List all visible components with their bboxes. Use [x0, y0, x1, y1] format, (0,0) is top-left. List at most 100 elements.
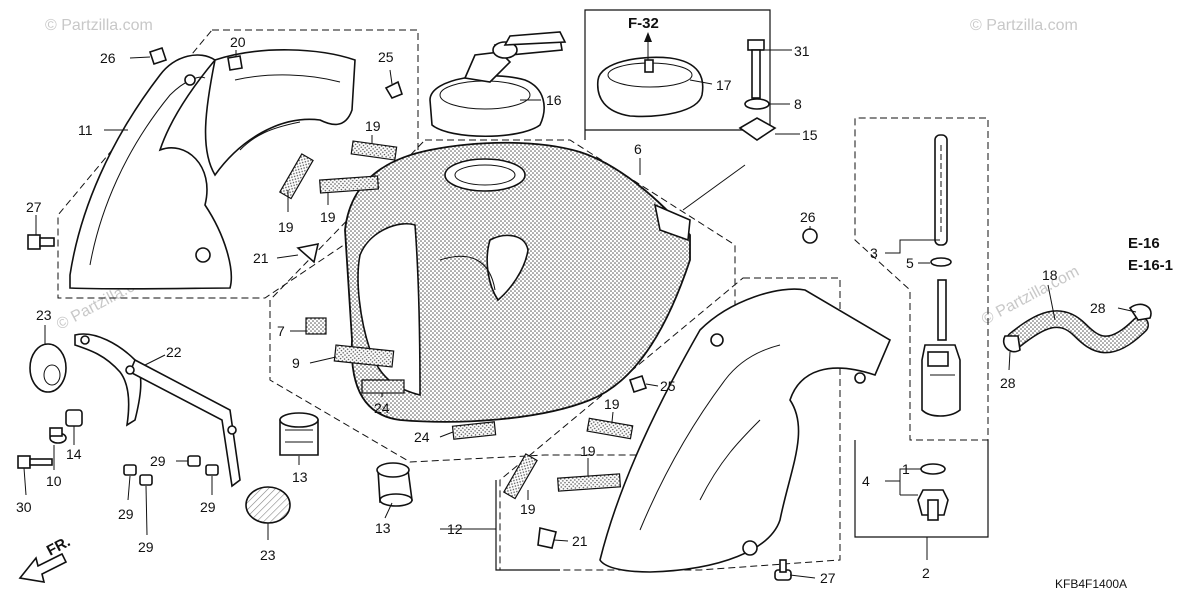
fuel-strainer-3	[934, 134, 948, 246]
callout-16: 16	[546, 92, 562, 108]
callout-31: 31	[794, 43, 810, 59]
nut-29	[123, 464, 137, 476]
callout-17: 17	[716, 77, 732, 93]
callout-25: 25	[378, 49, 394, 65]
callout-28: 28	[1090, 300, 1106, 316]
cushion-13-lower	[376, 462, 413, 507]
ref-f-32: F-32	[628, 15, 659, 32]
right-shroud	[599, 288, 892, 573]
callout-24: 24	[414, 429, 430, 445]
callout-1: 1	[902, 461, 910, 477]
callout-7: 7	[277, 323, 285, 339]
bolt-26-upper	[148, 46, 168, 66]
clip-25-lower	[628, 374, 648, 394]
clip-25-upper	[384, 80, 403, 99]
callout-19: 19	[365, 118, 381, 134]
left-shroud	[69, 49, 356, 290]
callout-13: 13	[292, 469, 308, 485]
group-outline-left-shroud	[57, 29, 419, 299]
reflector-23-left	[29, 343, 67, 393]
fuel-valve-2	[921, 279, 961, 417]
callout-28: 28	[1000, 375, 1016, 391]
pad-19	[319, 175, 380, 194]
callout-2: 2	[922, 565, 930, 581]
callout-21: 21	[253, 250, 269, 266]
clip-20	[227, 55, 243, 71]
callout-15: 15	[802, 127, 818, 143]
callout-19: 19	[278, 219, 294, 235]
cushion-21-upper	[296, 242, 320, 264]
bolt-30	[17, 455, 53, 469]
callout-19: 19	[580, 443, 596, 459]
o-ring-5	[930, 257, 952, 267]
callout-25: 25	[660, 378, 676, 394]
callout-9: 9	[292, 355, 300, 371]
pad-9	[333, 344, 395, 368]
group-outline-petcock	[854, 117, 989, 441]
fuel-cap-with-keys	[429, 31, 567, 137]
callout-11: 11	[78, 122, 93, 138]
cushion-13-upper	[279, 412, 319, 456]
nut-29	[187, 455, 201, 467]
callout-27: 27	[820, 570, 836, 586]
fuel-cap-screw	[596, 56, 704, 118]
callout-29: 29	[200, 499, 216, 515]
callout-4: 4	[862, 473, 870, 489]
callout-14: 14	[66, 446, 82, 462]
callout-13: 13	[375, 520, 391, 536]
callout-10: 10	[46, 473, 62, 489]
bolt-27-left	[27, 234, 55, 250]
washer-10	[49, 427, 67, 444]
callout-22: 22	[166, 344, 182, 360]
hose-clip-28	[1002, 335, 1021, 353]
pad-19	[350, 140, 398, 161]
pad-19	[586, 417, 634, 440]
pad-19	[502, 453, 538, 500]
bracket-part-2	[854, 440, 989, 538]
pad-19	[557, 473, 622, 492]
watermark-text: © Partzilla.com	[970, 17, 1078, 34]
cushion-21-lower	[537, 527, 557, 549]
callout-29: 29	[138, 539, 154, 555]
reflector-23-right	[245, 486, 291, 524]
pad-19	[278, 153, 314, 200]
watermark-text: © Partzilla.com	[45, 17, 153, 34]
callout-23: 23	[260, 547, 276, 563]
o-ring-1	[920, 463, 946, 475]
ref-e-16: E-16	[1128, 235, 1160, 252]
arrow-up-icon	[644, 32, 652, 42]
callout-23: 23	[36, 307, 52, 323]
callout-29: 29	[150, 453, 166, 469]
diagram-code: KFB4F1400A	[1055, 577, 1127, 591]
bolt-26-lower	[802, 228, 818, 244]
callout-12: 12	[447, 521, 463, 537]
hose-clip-28	[1128, 303, 1152, 321]
callout-27: 27	[26, 199, 42, 215]
callout-8: 8	[794, 96, 802, 112]
bracket-part-12	[495, 480, 560, 571]
callout-29: 29	[118, 506, 134, 522]
pad-7	[305, 317, 327, 335]
callout-21: 21	[572, 533, 588, 549]
callout-3: 3	[870, 245, 878, 261]
callout-6: 6	[634, 141, 642, 157]
bracket-22	[74, 333, 241, 488]
callout-24: 24	[374, 400, 390, 416]
bracket-fuel-cap-ref	[584, 9, 771, 140]
group-outline-right-shroud	[499, 277, 841, 571]
bolt-31	[747, 39, 765, 99]
mount-rubber-15	[738, 117, 777, 141]
callout-19: 19	[320, 209, 336, 225]
nut-29	[205, 464, 219, 476]
callout-18: 18	[1042, 267, 1058, 283]
callout-26: 26	[100, 50, 116, 66]
collar-14	[65, 409, 83, 427]
front-arrow-icon: FR.	[18, 533, 73, 583]
ref-e-16-1: E-16-1	[1128, 257, 1173, 274]
callout-19: 19	[604, 396, 620, 412]
drain-cup-4	[917, 489, 949, 521]
pad-24	[451, 421, 497, 440]
leader-lines	[23, 40, 1137, 579]
